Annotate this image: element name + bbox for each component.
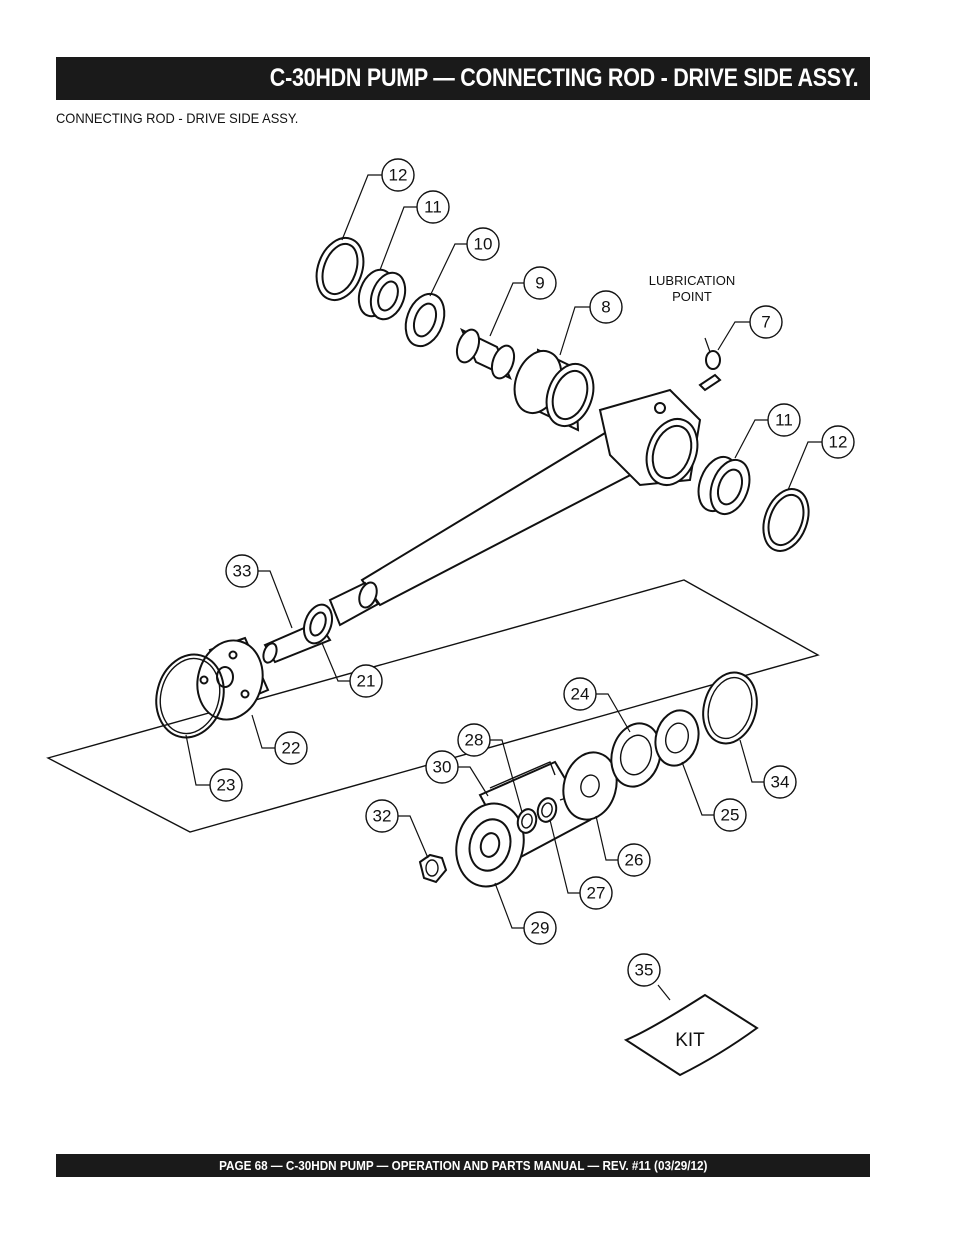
part-27-oring (536, 797, 558, 823)
kit-label: KIT (675, 1030, 705, 1051)
part-26-spacer (562, 751, 618, 821)
footer-bar: PAGE 68 — C-30HDN PUMP — OPERATION AND P… (56, 1154, 870, 1177)
lubrication-label-line-1: LUBRICATION (649, 273, 735, 288)
callout-26: 26 (617, 843, 651, 877)
part-12-ring-right (762, 488, 810, 552)
callout-11-right: 11 (767, 403, 801, 437)
callout-30: 30 (425, 750, 459, 784)
part-35-kit: KIT (623, 993, 759, 1077)
part-11-bearing-top (357, 268, 407, 321)
svg-text:9: 9 (535, 274, 544, 293)
lubrication-label-line-2: POINT (672, 289, 712, 304)
part-28-oring (516, 808, 538, 834)
callout-32: 32 (365, 799, 399, 833)
connecting-rod-body (328, 388, 702, 627)
callout-27: 27 (579, 876, 613, 910)
svg-text:11: 11 (424, 198, 442, 217)
callout-12-top: 12 (381, 158, 415, 192)
section-subtitle: CONNECTING ROD - DRIVE SIDE ASSY. (56, 110, 299, 126)
svg-text:22: 22 (282, 739, 301, 758)
svg-text:21: 21 (357, 672, 376, 691)
callout-9: 9 (523, 266, 557, 300)
callout-10: 10 (466, 227, 500, 261)
part-23-ring (155, 653, 225, 739)
svg-text:26: 26 (625, 851, 644, 870)
callout-22: 22 (274, 731, 308, 765)
svg-text:28: 28 (465, 731, 484, 750)
part-11-bearing-right (697, 455, 751, 516)
part-8-bearing-sleeve (513, 348, 595, 432)
part-22-piston (196, 636, 270, 721)
callout-7: 7 (749, 305, 783, 339)
callout-35: 35 (627, 953, 661, 987)
callout-33: 33 (225, 554, 259, 588)
svg-text:7: 7 (761, 313, 770, 332)
svg-text:30: 30 (433, 758, 452, 777)
callout-21: 21 (349, 664, 383, 698)
callout-24: 24 (563, 677, 597, 711)
part-12-ring-top (315, 237, 365, 301)
callout-11-top: 11 (416, 190, 450, 224)
svg-text:24: 24 (571, 685, 590, 704)
part-24-washer (610, 722, 662, 788)
svg-text:23: 23 (217, 776, 236, 795)
svg-text:12: 12 (829, 433, 848, 452)
svg-text:33: 33 (233, 562, 252, 581)
svg-text:35: 35 (635, 961, 654, 980)
part-7-grease-fitting (698, 337, 722, 392)
svg-text:32: 32 (373, 807, 392, 826)
callout-23: 23 (209, 768, 243, 802)
footer-text: PAGE 68 — C-30HDN PUMP — OPERATION AND P… (218, 1158, 708, 1173)
part-21-washer (302, 603, 334, 645)
callout-8: 8 (589, 290, 623, 324)
callout-12-right: 12 (821, 425, 855, 459)
svg-text:29: 29 (531, 919, 550, 938)
svg-text:10: 10 (474, 235, 493, 254)
svg-text:8: 8 (601, 298, 610, 317)
svg-text:27: 27 (587, 884, 606, 903)
callout-34: 34 (763, 765, 797, 799)
part-32-nut (418, 853, 448, 884)
header-bar: C-30HDN PUMP — CONNECTING ROD - DRIVE SI… (56, 57, 870, 100)
svg-text:25: 25 (721, 806, 740, 825)
callout-28: 28 (457, 723, 491, 757)
svg-text:34: 34 (771, 773, 790, 792)
svg-text:12: 12 (389, 166, 408, 185)
part-25-cup (654, 709, 700, 767)
part-9-bushing (455, 327, 516, 381)
callout-25: 25 (713, 798, 747, 832)
part-30-piston-cup (455, 760, 592, 888)
svg-text:11: 11 (775, 411, 793, 430)
page-title: C-30HDN PUMP — CONNECTING ROD - DRIVE SI… (269, 64, 858, 92)
part-34-ring (702, 671, 758, 745)
part-10-washer (404, 292, 446, 348)
assembly-plane (46, 579, 820, 833)
callout-29: 29 (523, 911, 557, 945)
